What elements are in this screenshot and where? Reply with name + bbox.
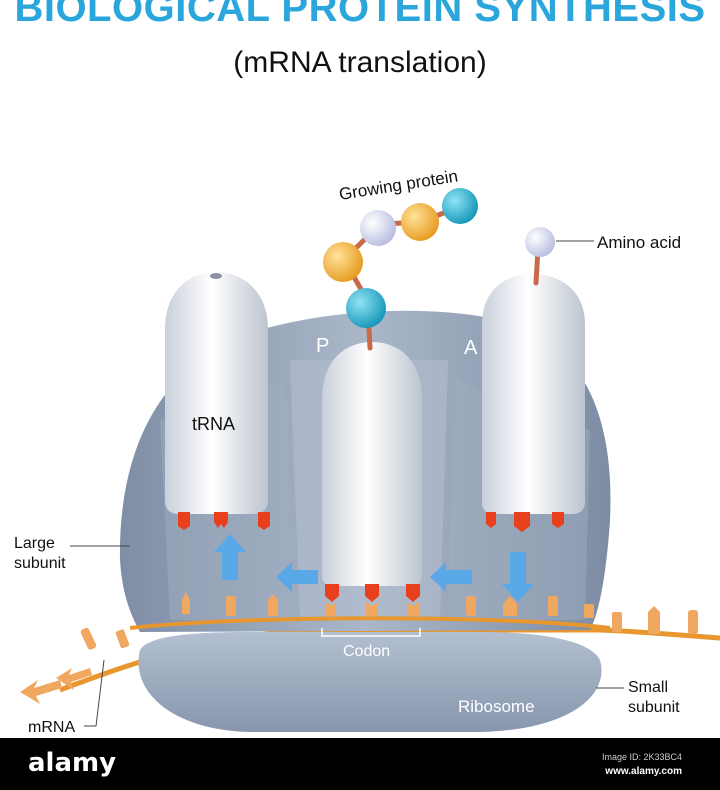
label-codon: Codon — [343, 643, 390, 660]
label-large-subunit-1: Large — [14, 535, 55, 552]
watermark-bar: alamy Image ID: 2K33BC4 www.alamy.com — [0, 738, 720, 790]
movement-arrows — [214, 534, 534, 602]
page-title: BIOLOGICAL PROTEIN SYNTHESIS — [14, 0, 706, 30]
label-ribosome: Ribosome — [458, 697, 535, 716]
label-amino-acid: Amino acid — [597, 233, 681, 252]
label-growing-protein: Growing protein — [338, 166, 460, 204]
watermark-image-id: Image ID: 2K33BC4 — [601, 752, 682, 762]
codon-bracket — [321, 628, 421, 637]
mrna-bases — [182, 592, 594, 618]
label-large-subunit-2: subunit — [14, 555, 66, 572]
mrna-strand — [59, 627, 720, 693]
protein-synthesis-diagram: Growing protein Amino acid P A tRNA Larg… — [14, 166, 720, 736]
label-p-site: P — [316, 335, 329, 357]
label-small-subunit-2: subunit — [628, 699, 680, 716]
label-trna: tRNA — [192, 414, 235, 434]
mrna-exit-arrows — [20, 668, 92, 704]
watermark-site: www.alamy.com — [605, 766, 682, 777]
trna-a-site — [482, 274, 585, 532]
watermark-logo: alamy — [28, 748, 117, 778]
small-subunit — [138, 632, 602, 732]
page-subtitle: (mRNA translation) — [233, 46, 487, 79]
free-amino-acid — [525, 227, 555, 257]
trna-p-site — [322, 342, 422, 616]
label-mrna: mRNA — [28, 719, 75, 736]
trna-exit — [165, 272, 270, 530]
label-a-site: A — [464, 337, 478, 359]
growing-protein-chain — [323, 188, 478, 328]
label-small-subunit-1: Small — [628, 679, 668, 696]
